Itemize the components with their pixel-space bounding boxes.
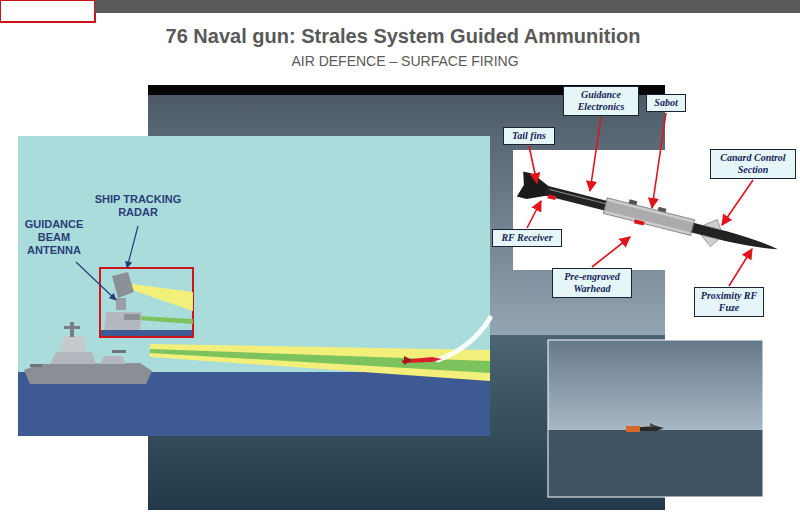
leader-line	[527, 201, 541, 228]
part-label: GUIDANCE BEAM ANTENNA	[18, 218, 90, 257]
header-mark	[0, 0, 95, 22]
callout-text: Tail fins	[508, 130, 550, 142]
header-bar	[95, 0, 800, 13]
callout-box: Sabot	[646, 94, 686, 112]
projectile-picture	[513, 150, 800, 270]
leader-lines	[527, 113, 753, 286]
part-label: SHIP TRACKING RADAR	[86, 193, 190, 219]
engagement-inset	[18, 136, 490, 436]
callout-box: Tail fins	[503, 127, 555, 145]
callout-text: Proximity RF Fuze	[699, 290, 759, 314]
flight-photo	[548, 340, 763, 497]
leader-line	[729, 249, 752, 286]
callout-box: Pre-engraved Warhead	[552, 268, 632, 298]
slide-subtitle: AIR DEFENCE – SURFACE FIRING	[0, 53, 800, 69]
callout-text: Pre-engraved Warhead	[557, 271, 627, 295]
callout-box: Canard Control Section	[710, 149, 796, 179]
callout-text: Guidance Electronics	[568, 89, 634, 113]
leader-line	[590, 117, 601, 191]
slide-title: 76 Naval gun: Strales System Guided Ammu…	[0, 24, 800, 48]
leader-line	[592, 237, 630, 267]
callout-text: RF Receiver	[497, 232, 557, 244]
leader-line	[652, 113, 666, 208]
callout-box: Proximity RF Fuze	[694, 287, 764, 317]
leader-line	[529, 146, 537, 183]
callout-text: Canard Control Section	[715, 152, 791, 176]
callout-text: Sabot	[651, 97, 681, 109]
callout-box: Guidance Electronics	[563, 86, 639, 116]
leader-line	[722, 180, 753, 225]
callout-box: RF Receiver	[492, 229, 562, 247]
